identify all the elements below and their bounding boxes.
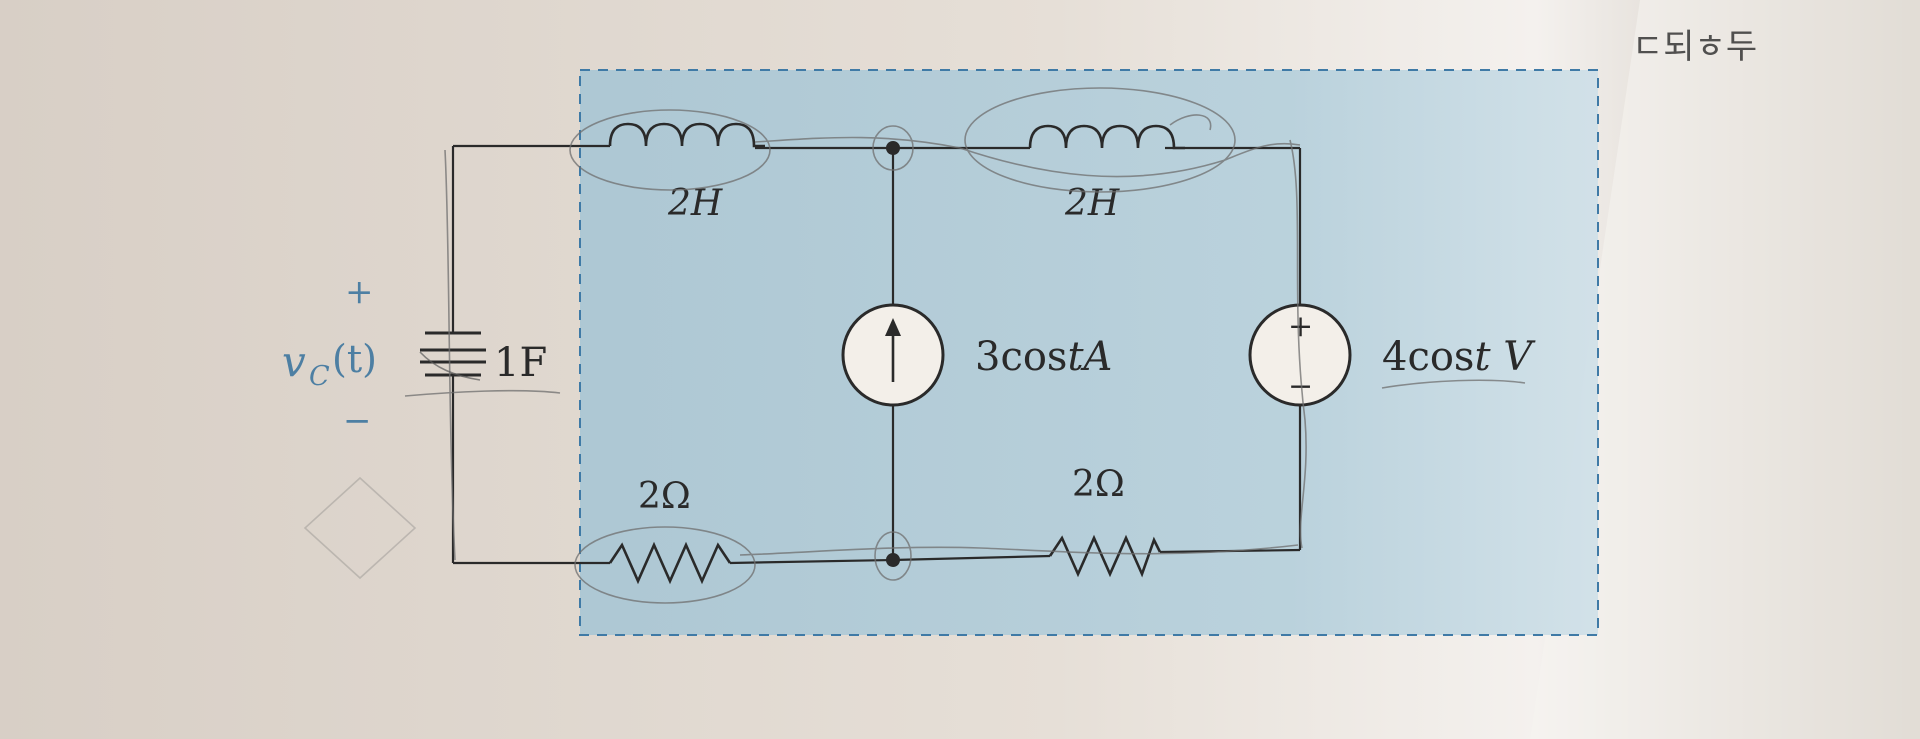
pencil-stroke-top xyxy=(754,136,1301,178)
resistor-right: 2Ω xyxy=(1048,464,1162,578)
pencil-circle-inductor-right xyxy=(964,87,1236,193)
node-top-middle xyxy=(886,141,900,155)
voltage-argument: (t) xyxy=(332,337,377,381)
pencil-circle-resistor-left xyxy=(574,526,756,604)
resistor-right-label: 2Ω xyxy=(1072,464,1125,505)
voltage-plus-sign: + xyxy=(345,272,374,312)
pencil-stroke-left xyxy=(444,149,456,561)
capacitor-value: 1F xyxy=(494,340,547,386)
inductor-right: 2H xyxy=(1028,124,1185,224)
capacitor-voltage-label: + v C (t) − xyxy=(282,272,377,441)
pencil-underline-capacitor xyxy=(404,389,561,397)
voltage-symbol: v xyxy=(282,337,306,386)
voltage-subscript: C xyxy=(309,361,330,392)
pencil-capacitor-hook xyxy=(419,351,481,381)
pencil-stroke-right xyxy=(1289,139,1307,549)
current-source-label: 3cos xyxy=(975,334,1067,380)
pencil-underline-voltage-source xyxy=(1381,379,1526,389)
pencil-circle-node-bottom xyxy=(874,531,912,581)
pencil-scribble-top-right xyxy=(1169,114,1212,131)
current-source: 3costA xyxy=(841,303,1112,407)
capacitor: 1F xyxy=(420,331,547,386)
resistor-left: 2Ω xyxy=(608,476,732,585)
highlight-region xyxy=(580,70,1598,635)
node-bottom-middle xyxy=(886,553,900,567)
svg-text:3costA: 3costA xyxy=(975,334,1112,380)
resistor-left-label: 2Ω xyxy=(638,476,691,517)
svg-text:4cost V: 4cost V xyxy=(1382,334,1536,380)
pencil-stroke-bottom xyxy=(739,544,1299,556)
current-arrowhead-icon xyxy=(885,318,901,336)
highlight-region-border xyxy=(579,69,1599,636)
pencil-diamond xyxy=(303,476,417,580)
voltage-minus-sign: − xyxy=(343,401,372,441)
pencil-circle-inductor-left xyxy=(569,109,771,191)
voltage-source-plus: + xyxy=(1288,309,1313,344)
current-source-label-var: tA xyxy=(1067,334,1112,380)
inductor-right-label: 2H xyxy=(1064,183,1120,224)
light-glare xyxy=(1530,0,1920,739)
voltage-source-label: 4cos xyxy=(1382,334,1474,380)
voltage-source-label-var: t V xyxy=(1474,334,1536,380)
pencil-circle-node-top xyxy=(872,125,914,171)
handwriting-mark: ㄷ되ㅎ두 xyxy=(1632,27,1757,67)
pencil-annotations xyxy=(303,87,1526,604)
